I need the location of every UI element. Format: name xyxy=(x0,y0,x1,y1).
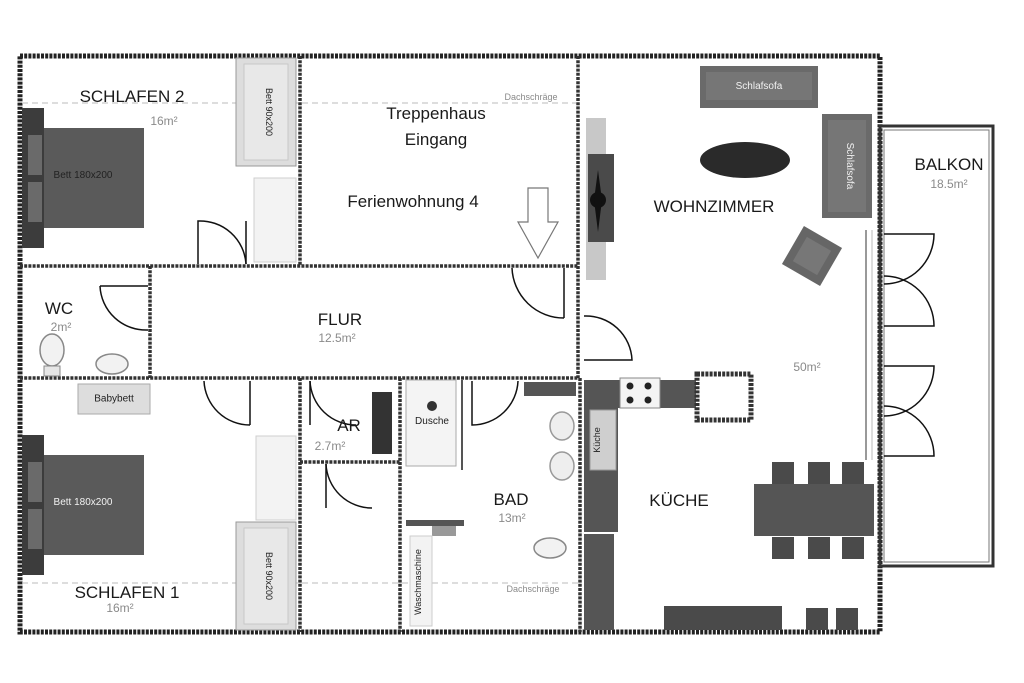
apartment-name: Ferienwohnung 4 xyxy=(347,192,478,211)
shower xyxy=(405,379,457,467)
room-wohnzimmer-name: WOHNZIMMER xyxy=(654,197,775,216)
waschmaschine-label: Waschmaschine xyxy=(413,549,423,615)
entrance-arrow xyxy=(516,187,560,260)
sofa-side-label: Schlafsofa xyxy=(844,143,855,190)
storage-shelf xyxy=(372,392,392,454)
room-wc-area: 2m² xyxy=(51,320,72,334)
kueche-unit-label: Küche xyxy=(592,427,602,453)
doors xyxy=(99,220,935,509)
bed-label-top: Bett 180x200 xyxy=(54,170,113,181)
sink-bad-2 xyxy=(549,451,575,481)
wardrobe-bottom xyxy=(255,435,297,521)
dining-table xyxy=(754,484,874,536)
room-flur-area: 12.5m² xyxy=(318,331,355,345)
single-bed-label-top: Bett 90x200 xyxy=(264,88,274,136)
dachschraege-bottom-label: Dachschräge xyxy=(506,584,559,594)
room-ar-name: AR xyxy=(337,416,361,435)
washing-machine xyxy=(409,535,433,627)
room-treppenhaus-line1: Treppenhaus xyxy=(386,104,486,123)
room-schlafen1-area: 16m² xyxy=(106,601,133,615)
babybett-label: Babybett xyxy=(94,394,134,405)
stove xyxy=(619,377,661,409)
room-schlafen2-name: SCHLAFEN 2 xyxy=(80,87,185,106)
coffee-table xyxy=(700,142,790,178)
dusche-label: Dusche xyxy=(415,416,449,427)
room-treppenhaus-line2: Eingang xyxy=(405,130,467,149)
room-bad-name: BAD xyxy=(494,490,529,509)
room-bad-area: 13m² xyxy=(498,511,525,525)
bed-label-bottom: Bett 180x200 xyxy=(54,497,113,508)
furniture xyxy=(22,57,874,631)
room-balkon-area: 18.5m² xyxy=(930,177,967,191)
dachschraege-top-label: Dachschräge xyxy=(504,92,557,102)
room-wohnzimmer-area: 50m² xyxy=(793,360,820,374)
sink-wc xyxy=(95,353,129,375)
room-schlafen2-area: 16m² xyxy=(150,114,177,128)
single-bed-label-bottom: Bett 90x200 xyxy=(264,552,274,600)
sink-bad-1 xyxy=(549,411,575,441)
baby-bed xyxy=(77,383,151,415)
sofa-top-label: Schlafsofa xyxy=(736,81,783,92)
chimney xyxy=(694,371,754,423)
room-balkon-name: BALKON xyxy=(915,155,984,174)
sideboard xyxy=(664,606,782,630)
room-schlafen1-name: SCHLAFEN 1 xyxy=(75,583,180,602)
room-wc-name: WC xyxy=(45,299,73,318)
room-kueche-name: KÜCHE xyxy=(649,491,709,510)
interior-walls xyxy=(20,56,582,632)
toilet-bad xyxy=(533,537,567,559)
bath-shelf xyxy=(524,382,576,396)
wardrobe-top xyxy=(253,177,297,263)
toilet-wc xyxy=(39,333,65,367)
outer-walls xyxy=(17,53,995,635)
room-ar-area: 2.7m² xyxy=(315,439,346,453)
room-flur-name: FLUR xyxy=(318,310,362,329)
